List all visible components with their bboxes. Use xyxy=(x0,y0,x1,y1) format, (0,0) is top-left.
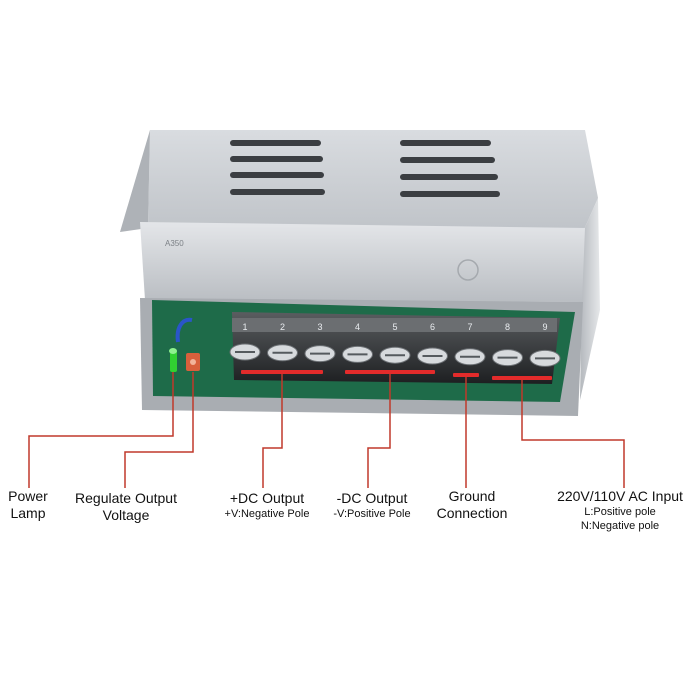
label-dc-plus-output: +DC Output +V:Negative Pole xyxy=(212,490,322,521)
regulate-line1: Regulate Output xyxy=(75,490,177,506)
label-regulate-output-voltage: Regulate Output Voltage xyxy=(64,490,188,524)
voltage-adjust-pot xyxy=(186,353,200,371)
dc-minus-sub: -V:Positive Pole xyxy=(333,508,411,520)
terminal-number: 1 xyxy=(242,322,247,332)
screw-terminals: 1 2 3 4 5 6 7 8 9 xyxy=(229,322,561,367)
ac-input-sub1: L:Positive pole xyxy=(584,506,656,518)
regulate-line2: Voltage xyxy=(102,507,150,523)
vent-slots xyxy=(230,140,500,197)
callout-lines xyxy=(28,372,625,488)
label-ac-input: 220V/110V AC Input L:Positive pole N:Neg… xyxy=(540,488,700,533)
rating-mark: A350 xyxy=(165,239,184,248)
dc-minus-title: -DC Output xyxy=(336,490,408,506)
ground-line1: Ground xyxy=(448,488,496,504)
emboss-ring xyxy=(457,259,479,281)
power-lamp-line2: Lamp xyxy=(10,505,46,521)
ac-input-sub2: N:Negative pole xyxy=(580,520,660,532)
blue-wire xyxy=(175,317,193,343)
ground-line2: Connection xyxy=(436,505,508,521)
dc-plus-sub: +V:Negative Pole xyxy=(224,508,310,520)
terminal-number: 7 xyxy=(467,322,472,332)
terminal-number: 3 xyxy=(317,322,322,332)
terminal-number: 8 xyxy=(505,322,510,332)
terminal-highlight-bars xyxy=(241,370,552,380)
label-dc-minus-output: -DC Output -V:Positive Pole xyxy=(318,490,426,521)
power-led xyxy=(169,348,177,372)
ac-input-title: 220V/110V AC Input xyxy=(557,488,683,504)
label-ground-connection: Ground Connection xyxy=(424,488,520,522)
terminal-number: 6 xyxy=(430,322,435,332)
label-power-lamp: Power Lamp xyxy=(0,488,56,522)
power-lamp-line1: Power xyxy=(8,488,48,504)
terminal-number: 5 xyxy=(392,322,397,332)
terminal-number: 2 xyxy=(280,322,285,332)
terminal-number: 9 xyxy=(542,322,547,332)
dc-plus-title: +DC Output xyxy=(229,490,305,506)
terminal-number: 4 xyxy=(355,322,360,332)
